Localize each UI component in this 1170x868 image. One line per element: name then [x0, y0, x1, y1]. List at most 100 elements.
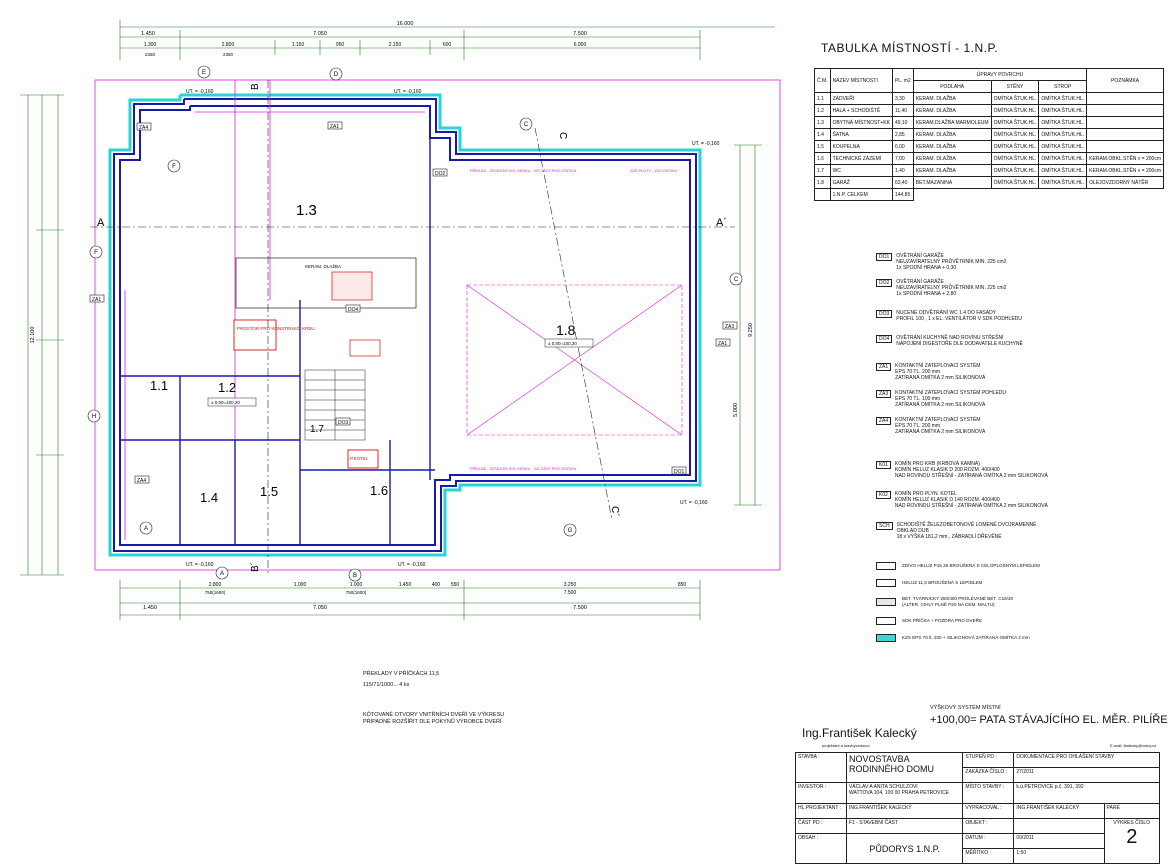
stavba-value: NOVOSTAVBA RODINNÉHO DOMU	[848, 754, 934, 774]
room-table-title: TABULKA MÍSTNOSTÍ - 1.N.P.	[821, 41, 999, 55]
room-cell-floor: KERAM.DLAŽBA MARMOLEUM	[912, 116, 992, 129]
room-cell-note	[1086, 128, 1165, 141]
header-walls: STĚNY	[990, 80, 1040, 93]
room-cell-floor: KERAM. DLAŽBA	[912, 140, 992, 153]
designer-sub: projektant a stavbyvedoucí	[822, 743, 870, 748]
room-cell-walls: OMÍTKA ŠTUK.HL.	[990, 92, 1040, 105]
room-cell-ceiling: OMÍTKA ŠTUK.HL.	[1038, 104, 1088, 117]
cast-label: ČÁST PD :	[798, 820, 823, 826]
room-cell-num: 1.4	[814, 128, 831, 141]
fireplace-zone	[233, 319, 277, 351]
legend-code: ZA4	[876, 417, 892, 425]
header-floor: PODLAHA	[912, 80, 992, 93]
staircase	[304, 369, 366, 441]
header-area: PL. m2	[891, 68, 914, 93]
room-cell-ceiling: OMÍTKA ŠTUK.HL.	[1038, 164, 1088, 177]
dimension-chains-top	[119, 20, 775, 60]
material-label: HELUZ 11,5 BROUŠENÁ S LEPIDLEM	[902, 580, 983, 585]
tag-za4-2: ZA4	[137, 478, 146, 484]
header-ceiling: STROP	[1038, 80, 1088, 93]
axis-label-g: G	[568, 528, 573, 534]
legend-code: DO3	[876, 310, 893, 318]
dim-row2-2: 2.800	[222, 42, 235, 48]
tag-do3: DO3	[338, 420, 349, 426]
dim-bottom-row-8: 850	[678, 582, 687, 588]
level-label-1: UT. = -0,160	[186, 89, 214, 95]
axis-label-d: D	[334, 72, 339, 78]
openings-note: KÓTOVANÉ OTVORY VNITŘNÍCH DVEŘÍ VE VÝKRE…	[363, 712, 504, 726]
obsah-label: OBSAH :	[798, 835, 819, 841]
level-box-text-1-8: ± 0,00=100,20	[548, 341, 577, 346]
legend-line: KONTAKTNÍ ZATEPLOVACÍ SYSTÉM	[895, 417, 981, 423]
room-cell-floor: KERAM. DLAŽBA	[912, 104, 992, 117]
room-cell-ceiling: OMÍTKA ŠTUK.HL.	[1038, 152, 1088, 165]
boiler-box	[347, 449, 379, 469]
room-cell-num: 1.2	[814, 104, 831, 117]
room-cell-num: 1.1	[814, 92, 831, 105]
wall-note-garage: PŘÍKLAD - ZESÍLENÝ ZDI. VENKU - VIZ ČÁST…	[470, 466, 577, 471]
floor-plan-drawing: 16.000 1.450 7.050 7.500 1.300 2.800 1.1…	[20, 20, 781, 620]
dim-top-3: 7.500	[573, 31, 587, 37]
dim-bottom-1: 1.450	[143, 605, 157, 611]
room-cell-area: 1,40	[891, 164, 914, 177]
axis-label-c: C	[734, 277, 739, 283]
axis-markers	[87, 65, 743, 582]
legend-line: 1x SPODNÍ HRANA + 2,80	[896, 291, 957, 297]
boiler-label: P.KOTEL	[350, 456, 369, 461]
room-cell-walls: OMÍTKA ŠTUK.HL.	[990, 140, 1040, 153]
header-num: Č.M.	[814, 68, 831, 93]
outer-walls	[113, 98, 697, 552]
legend-line: KONTAKTNÍ ZATEPLOVACÍ SYSTÉM POHLEDU	[895, 390, 1007, 396]
axis-label-b: B	[353, 573, 357, 579]
dim-bottom-row-3: 1.000	[350, 582, 363, 588]
objekt-label: OBJEKT :	[965, 820, 988, 826]
garage-diagonals	[466, 284, 683, 436]
datum-value: 09/2011	[1016, 835, 1035, 841]
legend-code: K01	[876, 461, 891, 469]
stupen-label: STUPEŇ PD :	[965, 754, 997, 760]
room-cell-num: 1.5	[814, 140, 831, 153]
obsah-value: PŮDORYS 1.N.P.	[869, 843, 941, 854]
zakazka-value: 27/2011	[1016, 769, 1035, 775]
level-box-1-8	[544, 338, 594, 348]
structural-outline	[94, 79, 781, 571]
room-cell-num: 1.8	[814, 176, 831, 189]
room-cell-num: 1.7	[814, 164, 831, 177]
legend-line: NUCENÉ ODVĚTRÁNÍ WC 1.4 DO FASÁDY	[896, 310, 997, 316]
level-box-1-2	[207, 397, 257, 407]
material-swatch	[876, 634, 896, 642]
level-label-5: UT. = -0,160	[186, 562, 214, 568]
legend-code: K02	[876, 491, 891, 499]
dim-bottom-row-7: 3.250	[564, 582, 577, 588]
section-lines	[90, 80, 735, 575]
kitchen-area	[235, 257, 417, 357]
tag-za1-3: ZA1	[718, 341, 727, 347]
level-label-3: UT. = -0,160	[692, 141, 720, 147]
room-cell-area: 6,00	[891, 140, 914, 153]
header-surface-group: ÚPRAVY POVRCHU	[912, 68, 1088, 81]
zakazka-label: ZAKÁZKA ČÍSLO :	[965, 769, 1008, 775]
insulation-outline	[108, 93, 702, 557]
dim-bottom-row-5: 400	[432, 582, 441, 588]
investor-value: VÁCLAV A ANITA SCHULZOVI	[848, 784, 918, 790]
material-label-2: (ALTER. CIHLY PLNÉ P20 NA CEM. MALTU)	[902, 602, 995, 607]
dimension-chains-right	[734, 144, 762, 506]
room-label-1-3: 1.3	[296, 202, 317, 219]
room-label-1-6: 1.6	[370, 483, 388, 498]
room-cell-ceiling: OMÍTKA ŠTUK.HL.	[1038, 116, 1088, 129]
room-cell-ceiling: OMÍTKA ŠTUK.HL.	[1038, 92, 1088, 105]
room-cell-area: 49,10	[891, 116, 914, 129]
legend-line: OVĚTRÁNÍ GARÁŽE	[896, 253, 944, 259]
tag-do2: DO2	[435, 171, 446, 177]
investor-address: WATTOVA 104, 100 00 PRAHA PETROVICE	[848, 790, 949, 796]
legend-line: NAD ROVINOU STŘEŠNÍ - ZATÍRANÁ OMÍTKA 2 …	[894, 473, 1048, 479]
dim-right-2: 5.000	[733, 403, 739, 417]
